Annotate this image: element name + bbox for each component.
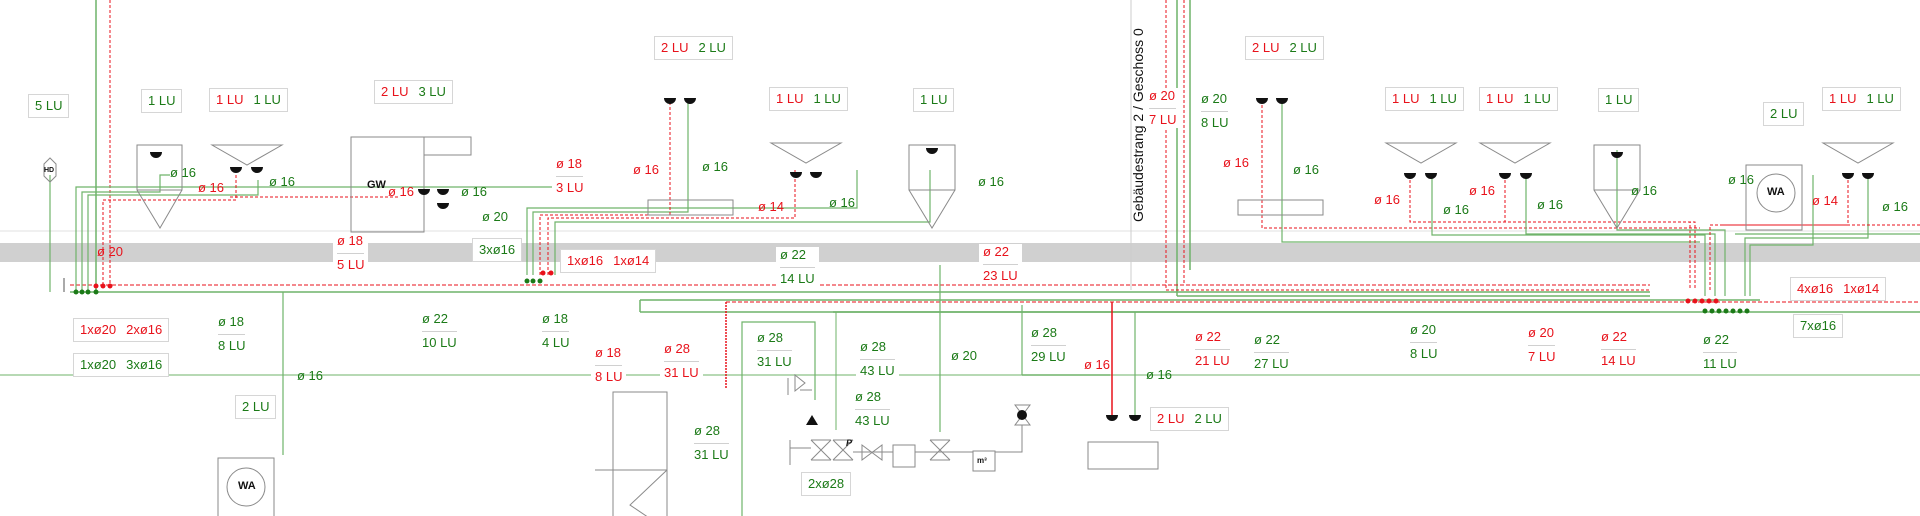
pipe-label: ø 14	[758, 199, 785, 214]
pipe-label: ø 16	[1882, 199, 1909, 214]
pipe-label: ø 16	[170, 165, 197, 180]
pressure-gauge-label: P	[846, 438, 853, 448]
pipe-label: ø 16	[269, 174, 296, 189]
pipe-label: ø 16	[198, 180, 225, 195]
pipe-label: ø 14	[1812, 193, 1839, 208]
pipe-label: ø 16	[388, 184, 415, 199]
manifold-box: 3xø16	[472, 238, 523, 262]
pipe-label: ø 16	[978, 174, 1005, 189]
pipe-label: ø 20	[97, 244, 124, 259]
tap-points	[150, 98, 1874, 425]
load-box: 1 LU	[141, 89, 183, 113]
branch-lines-left	[49, 174, 580, 292]
wa-right-label: WA	[1767, 186, 1785, 198]
riser-label: Gebäudestrang 2 / Geschoss 0	[1130, 28, 1146, 222]
pipe-label: ø 16	[633, 162, 660, 177]
riser-right	[1130, 0, 1191, 296]
branch-lines-middle	[282, 98, 1136, 516]
load-box: 5 LU	[28, 94, 70, 118]
pipe-label: ø 16	[1469, 183, 1496, 198]
pipe-label: ø 16	[1374, 192, 1401, 207]
pipe-label: ø 16	[1293, 162, 1320, 177]
pipe-label: ø 16	[461, 184, 488, 199]
hd-symbol-label: HD	[44, 167, 55, 174]
pipe-label: ø 16	[1146, 367, 1173, 382]
pipe-label: ø 16	[1728, 172, 1755, 187]
pipe-label: ø 16	[829, 195, 856, 210]
pipe-label: ø 16	[702, 159, 729, 174]
fixtures	[43, 136, 1895, 516]
pipe-label: ø 20	[951, 348, 978, 363]
load-box: 1 LU	[913, 88, 955, 112]
manifold-nodes	[73, 270, 1750, 314]
pipe-label: ø 16	[1631, 183, 1658, 198]
pipe-label: ø 20	[482, 209, 509, 224]
branch-lines-right	[1261, 100, 1920, 296]
riser-left	[95, 0, 111, 292]
wa-left-label: WA	[238, 480, 256, 492]
load-box: 2 LU	[235, 395, 277, 419]
load-box: 1 LU	[1598, 88, 1640, 112]
pipe-label: ø 16	[1443, 202, 1470, 217]
water-meter-label: m³	[977, 456, 987, 465]
floor-slab	[0, 230, 1920, 262]
pipe-label: ø 16	[1537, 197, 1564, 212]
valve-box: 2xø28	[801, 472, 852, 496]
pipe-label: ø 16	[297, 368, 324, 383]
gw-symbol-label: GW	[367, 179, 386, 191]
pipe-label: ø 16	[1223, 155, 1250, 170]
pipe-label: ø 16	[1084, 357, 1111, 372]
manifold-box: 7xø16	[1793, 314, 1844, 338]
load-box: 2 LU	[1763, 102, 1805, 126]
